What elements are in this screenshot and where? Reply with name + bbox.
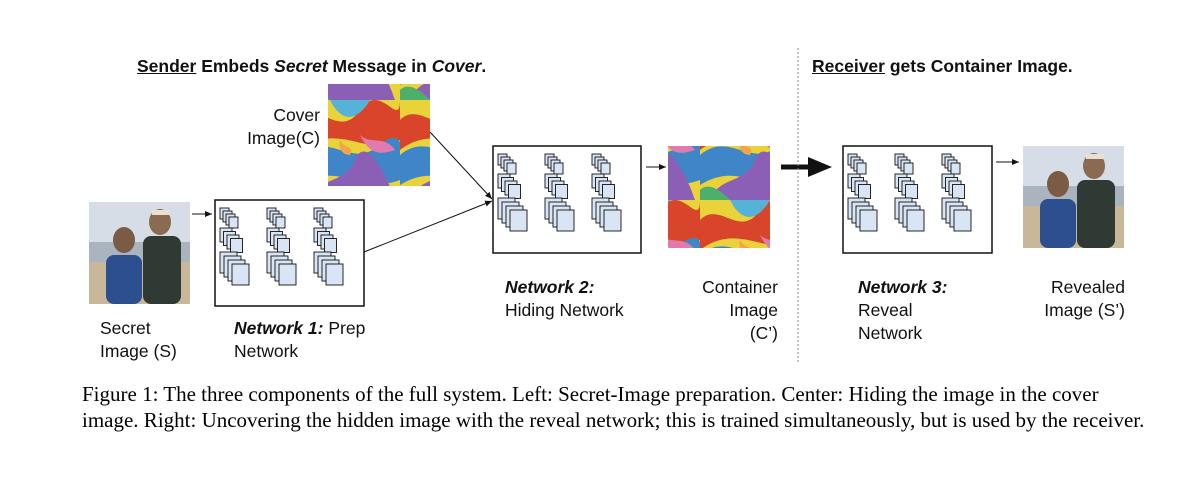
sender-header: Sender Embeds Secret Message in Cover.	[137, 56, 486, 77]
filter-map	[903, 162, 914, 175]
header-left-period: .	[481, 56, 487, 76]
network1-line2: Network	[234, 341, 299, 361]
container-image	[668, 146, 770, 248]
arrow-container-to-receiver	[781, 157, 832, 177]
arrow-prep-to-hiding	[363, 200, 493, 253]
network2-line2: Hiding Network	[505, 300, 624, 320]
cover-image	[328, 84, 430, 186]
network1-box	[214, 199, 365, 307]
cover-label-line2: Image(C)	[247, 128, 320, 148]
container-label-line2: Image	[729, 300, 778, 320]
revealed-label-line1: Revealed	[1051, 277, 1125, 297]
container-label-line3: (C’)	[749, 323, 778, 343]
network2-label: Network 2: Hiding Network	[505, 276, 624, 322]
revealed-image	[1023, 146, 1124, 248]
receiver-word: Receiver	[812, 56, 885, 76]
secret-label-line2: Image (S)	[100, 341, 177, 361]
filter-map	[230, 238, 243, 253]
secret-word: Secret	[274, 56, 328, 76]
filter-map	[277, 238, 290, 253]
container-label-line1: Container	[702, 277, 778, 297]
network3-label: Network 3: Reveal Network	[858, 276, 947, 345]
secret-label-line1: Secret	[100, 318, 151, 338]
revealed-label-line2: Image (S’)	[1044, 300, 1125, 320]
filter-map	[324, 238, 337, 253]
filter-map	[231, 263, 250, 286]
cover-label: Cover Image(C)	[236, 104, 320, 150]
header-left-text-a: Embeds	[196, 56, 275, 76]
filter-map	[906, 209, 925, 232]
network3-line2: Reveal	[858, 300, 913, 320]
filter-map	[556, 209, 575, 232]
filter-map	[278, 263, 297, 286]
arrow-cover-to-hiding	[429, 131, 493, 200]
filter-map	[858, 184, 871, 199]
filter-map	[602, 184, 615, 199]
network2-box	[492, 145, 642, 254]
header-left-text-b: Message in	[327, 56, 432, 76]
figure-caption: Figure 1: The three components of the fu…	[82, 382, 1145, 432]
filter-map	[905, 184, 918, 199]
network1-label: Network 1: Prep Network	[234, 317, 365, 363]
secret-label: Secret Image (S)	[100, 317, 177, 363]
filter-map	[859, 209, 878, 232]
filter-map	[275, 216, 286, 229]
filter-map	[603, 209, 622, 232]
network1-title: Network 1:	[234, 318, 324, 338]
filter-map	[228, 216, 239, 229]
network2-title: Network 2:	[505, 277, 595, 297]
network3-box	[842, 145, 993, 254]
revealed-label: Revealed Image (S’)	[1022, 276, 1125, 322]
filter-map	[506, 162, 517, 175]
network1-rest: Prep	[323, 318, 366, 338]
filter-map	[953, 209, 972, 232]
receiver-header: Receiver gets Container Image.	[812, 56, 1073, 77]
network3-line3: Network	[858, 323, 923, 343]
header-right-text: gets Container Image.	[884, 56, 1073, 76]
sender-word: Sender	[137, 56, 197, 76]
cover-word: Cover	[431, 56, 482, 76]
filter-map	[950, 162, 961, 175]
filter-map	[322, 216, 333, 229]
secret-image	[89, 202, 190, 304]
filter-map	[600, 162, 611, 175]
cover-label-line1: Cover	[273, 105, 320, 125]
filter-map	[325, 263, 344, 286]
filter-map	[555, 184, 568, 199]
filter-map	[509, 209, 528, 232]
filter-map	[508, 184, 521, 199]
network3-title: Network 3:	[858, 277, 948, 297]
filter-stacks	[219, 153, 972, 286]
container-label: Container Image (C’)	[670, 276, 778, 345]
filter-map	[553, 162, 564, 175]
filter-map	[856, 162, 867, 175]
filter-map	[952, 184, 965, 199]
